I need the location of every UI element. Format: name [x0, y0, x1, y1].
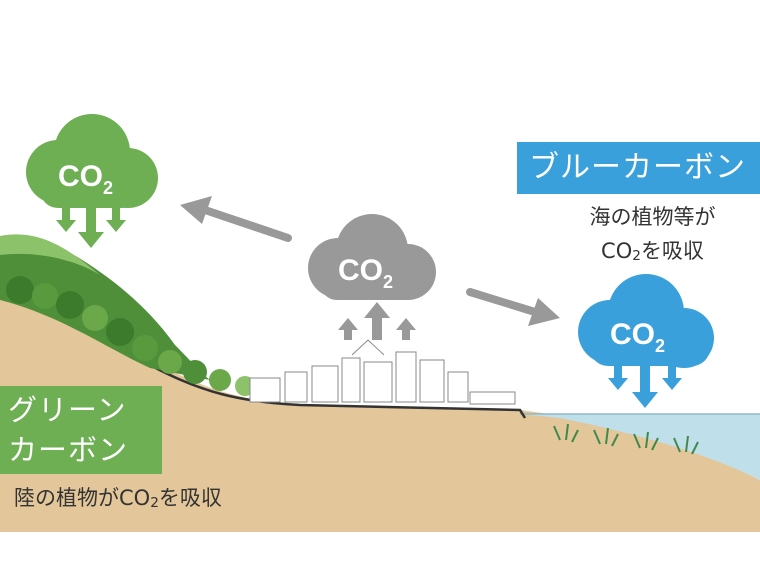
co2-center-label: CO2: [338, 254, 393, 292]
blue-desc-line2: CO2を吸収: [601, 239, 704, 265]
green-carbon-title: グリーン カーボン: [0, 386, 162, 474]
sea-water: [520, 414, 760, 480]
forest: [0, 234, 255, 396]
green-title-line1: グリーン: [8, 393, 127, 427]
arrow-up-icon: [338, 302, 416, 340]
co2-blue-label: CO2: [610, 318, 665, 356]
cloud-icon: [578, 274, 714, 368]
blue-carbon-title: ブルーカーボン: [517, 142, 760, 194]
cloud-icon: [26, 114, 158, 208]
arrow-down-icon: [56, 205, 126, 248]
arrow-left-icon: [201, 206, 292, 242]
town: [249, 339, 516, 405]
soil-ground: [0, 300, 760, 532]
green-title-line2: カーボン: [8, 433, 129, 467]
arrow-right-icon: [466, 288, 539, 316]
seagrass: [553, 423, 699, 455]
green-carbon-description: 陸の植物がCO2を吸収: [14, 486, 222, 512]
cloud-icon: [308, 214, 436, 300]
arrow-down-icon: [608, 364, 682, 408]
co2-green-label: CO2: [58, 160, 113, 198]
blue-carbon-description: 海の植物等が CO2を吸収: [545, 200, 760, 268]
blue-desc-line1: 海の植物等が: [589, 205, 716, 229]
